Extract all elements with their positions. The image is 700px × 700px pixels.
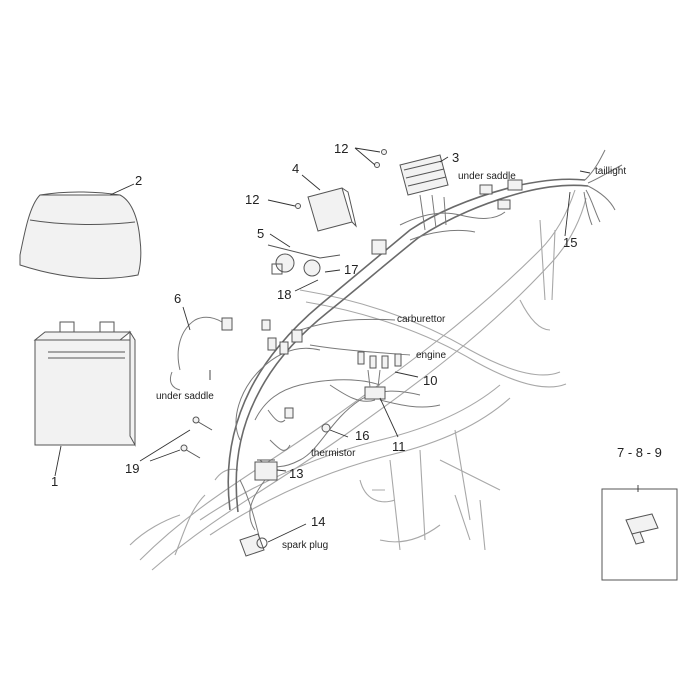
- cdi-unit: [307, 187, 357, 232]
- ignition-coil: [249, 459, 278, 531]
- callout-12-top: 12: [334, 141, 348, 156]
- note-under-saddle-left: under saddle: [156, 391, 214, 402]
- note-spark-plug: spark plug: [282, 540, 328, 551]
- callout-19: 19: [125, 461, 139, 476]
- callout-5: 5: [257, 226, 264, 241]
- callout-3: 3: [452, 150, 459, 165]
- callout-10: 10: [423, 373, 437, 388]
- callout-4: 4: [292, 161, 299, 176]
- callout-13: 13: [289, 466, 303, 481]
- callout-labels: 2 1 3 4 5 6 7 - 8 - 9 10 11 12 12 13 14 …: [51, 141, 662, 529]
- screws-12: [295, 149, 387, 209]
- relay-group: [267, 244, 341, 277]
- fuse-block: [357, 351, 402, 400]
- battery: [33, 321, 136, 447]
- callout-14: 14: [311, 514, 325, 529]
- note-under-saddle-top: under saddle: [458, 171, 516, 182]
- note-carburettor: carburettor: [397, 314, 446, 325]
- callout-7-8-9: 7 - 8 - 9: [617, 445, 662, 460]
- fuse-inset: [601, 488, 678, 581]
- callout-1: 1: [51, 474, 58, 489]
- callout-12-left: 12: [245, 192, 259, 207]
- connectors: [221, 179, 523, 433]
- callout-11: 11: [392, 439, 406, 454]
- callout-17: 17: [344, 262, 358, 277]
- note-thermistor: thermistor: [311, 448, 356, 459]
- note-engine: engine: [416, 350, 446, 361]
- frame: [129, 189, 587, 571]
- note-taillight: taillight: [595, 166, 626, 177]
- callout-15: 15: [563, 235, 577, 250]
- battery-cover: [19, 191, 142, 279]
- screws: [180, 416, 213, 459]
- callout-16: 16: [355, 428, 369, 443]
- callout-6: 6: [174, 291, 181, 306]
- spark-plug-cap: [239, 533, 268, 557]
- regulator-unit: [399, 154, 449, 196]
- text-notes: under saddle taillight carburettor engin…: [156, 166, 626, 551]
- leader-lines: [54, 147, 639, 543]
- callout-18: 18: [277, 287, 291, 302]
- callout-2: 2: [135, 173, 142, 188]
